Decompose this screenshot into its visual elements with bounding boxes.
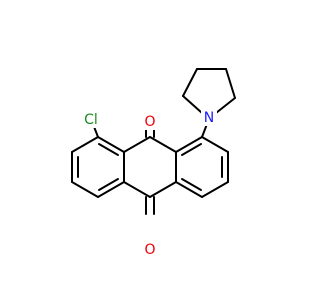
bond — [175, 181, 203, 198]
bond — [149, 136, 177, 153]
oxygen-label-bottom: O — [144, 242, 155, 258]
chlorine-label: Cl — [84, 112, 98, 128]
bond — [97, 181, 125, 198]
molecule-structure: Cl O O N — [71, 68, 236, 258]
bond — [201, 181, 229, 198]
bond — [225, 68, 236, 99]
bond — [71, 181, 99, 198]
nitrogen-atom: N — [201, 108, 217, 126]
bond — [182, 95, 203, 114]
bond — [182, 68, 198, 97]
bond — [181, 143, 202, 156]
bond — [215, 97, 236, 114]
bond — [201, 136, 229, 153]
oxygen-atom-bottom: O — [142, 240, 158, 258]
bond-lines — [71, 68, 236, 215]
bond — [97, 136, 125, 153]
atom-labels: Cl O O N — [80, 108, 217, 258]
bond — [123, 136, 151, 153]
bond — [201, 123, 208, 138]
bond — [175, 136, 203, 153]
oxygen-label-top: O — [144, 114, 155, 130]
nitrogen-label: N — [204, 110, 214, 126]
bond — [149, 181, 177, 198]
oxygen-atom-top: O — [142, 112, 158, 130]
bond — [98, 143, 119, 156]
bond — [181, 178, 202, 191]
chlorine-atom: Cl — [80, 110, 102, 128]
bond — [98, 178, 119, 191]
bond — [71, 136, 99, 153]
bond — [123, 181, 151, 198]
